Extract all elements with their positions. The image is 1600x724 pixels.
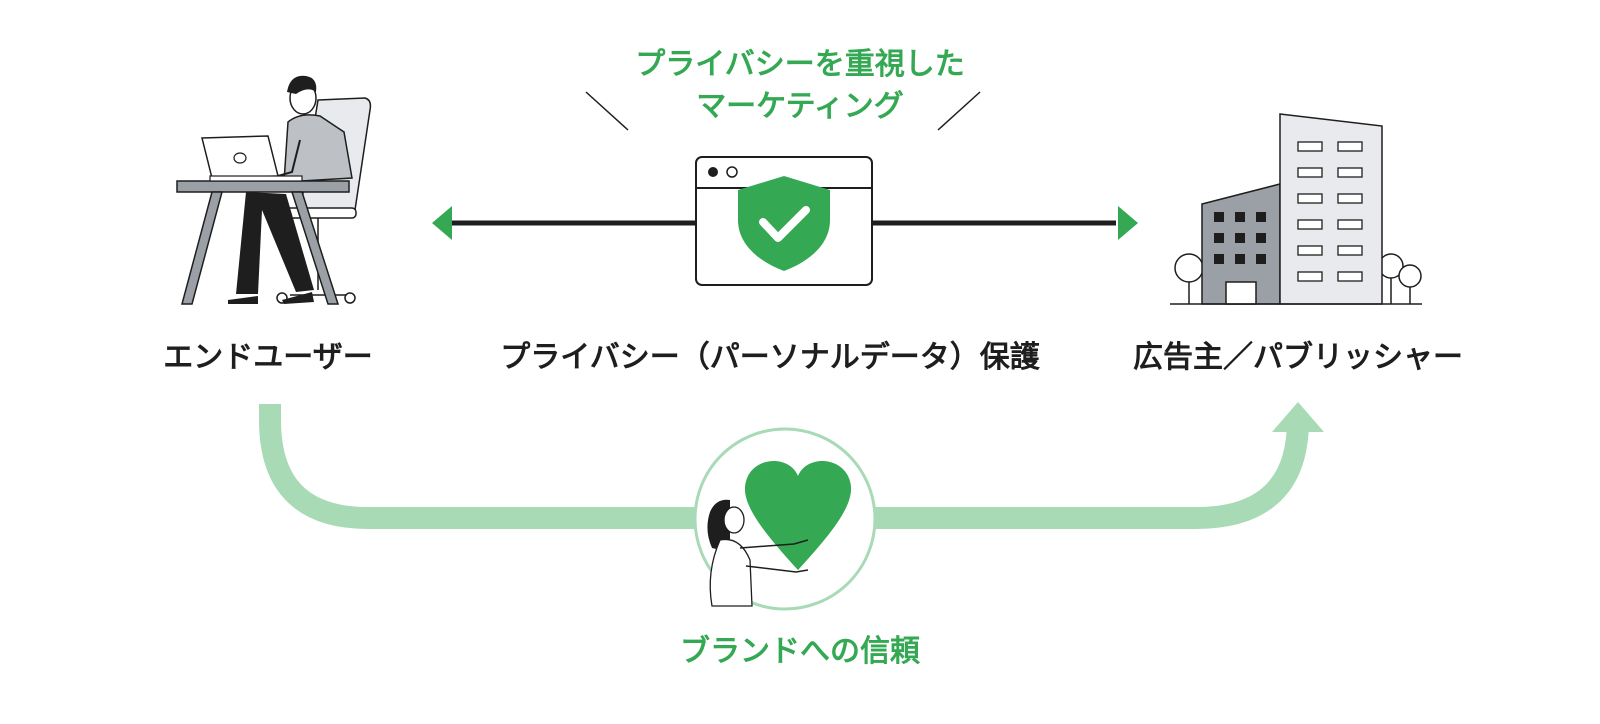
advertiser-publisher-label: 広告主／パブリッシャー [1133,340,1463,375]
brand-trust-label: ブランドへの信頼 [680,634,920,669]
trust-flow-arrow-icon [259,402,1324,529]
diagram-title: プライバシーを重視した マーケティング [550,44,1050,128]
title-line-2: マーケティング [696,89,904,124]
title-accent-line-left [585,91,629,131]
shield-check-browser-icon [695,156,873,286]
privacy-protection-label: プライバシー（パーソナルデータ）保護 [500,340,1040,375]
title-line-1: プライバシーを重視した [635,47,965,82]
person-holding-heart-icon [693,427,877,611]
person-at-laptop-icon [176,75,372,305]
office-building-icon [1170,113,1422,305]
end-user-label: エンドユーザー [163,340,373,375]
title-accent-line-right [937,91,981,131]
